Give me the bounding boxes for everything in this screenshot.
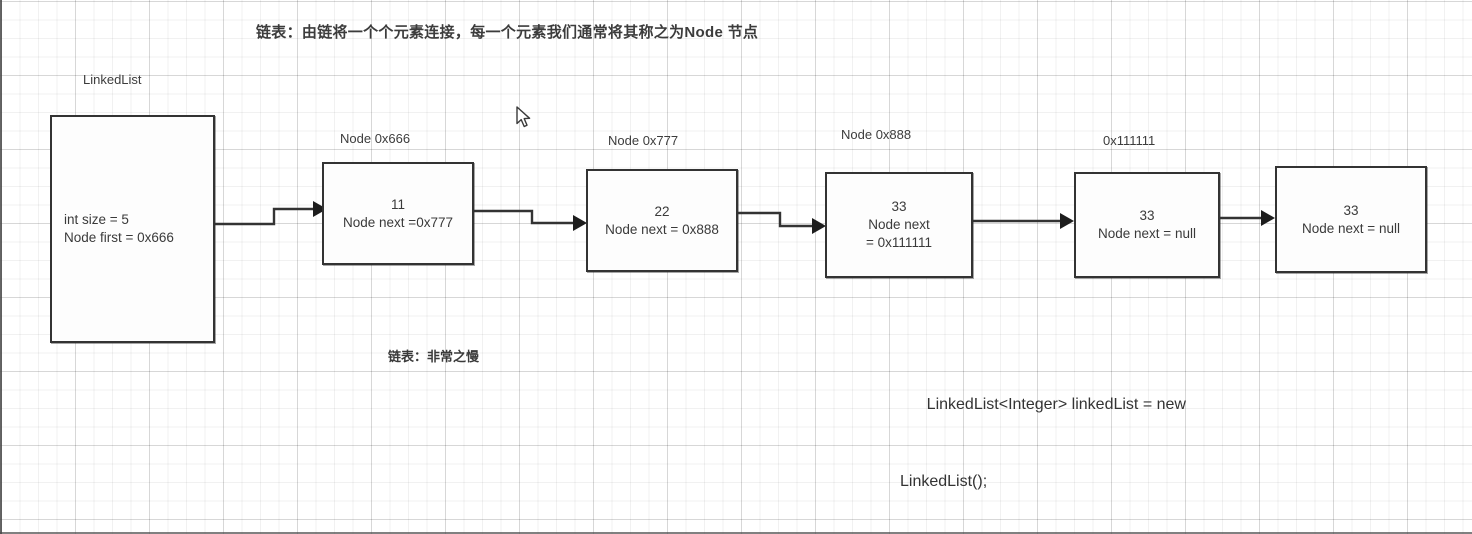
code-line-1: LinkedList(); — [900, 472, 988, 490]
node-2-label: Node 0x777 — [608, 133, 679, 148]
mouse-pointer-icon — [516, 106, 534, 130]
node-4-label: 0x111111 — [1103, 133, 1156, 148]
code-line-0: LinkedList<Integer> linkedList = new — [900, 396, 1186, 413]
node-5-next: Node next = null — [1302, 220, 1400, 236]
node-3-box[interactable]: 33 Node next = 0x111111 — [825, 172, 973, 278]
canvas-bottom-border — [0, 532, 1472, 534]
canvas-left-border — [0, 0, 2, 534]
node-2-value: 22 — [654, 203, 670, 219]
node-5-box[interactable]: 33 Node next = null — [1275, 166, 1427, 273]
node-3-value: 33 — [891, 199, 907, 214]
slow-note-text: 链表：非常之慢 — [388, 349, 480, 364]
linkedlist-line-first: Node first = 0x666 — [64, 230, 174, 245]
node-4-value: 33 — [1139, 208, 1155, 223]
connector-node1-to-node2 — [474, 196, 587, 236]
node-1-box[interactable]: 11 Node next =0x777 — [322, 162, 474, 265]
code-block: LinkedList<Integer> linkedList = new Lin… — [900, 341, 1186, 534]
connector-node4-to-node5 — [1220, 203, 1275, 233]
node-2-next: Node next = 0x888 — [605, 221, 719, 237]
node-4-box[interactable]: 33 Node next = null — [1074, 172, 1220, 278]
connector-node2-to-node3 — [738, 200, 826, 240]
linkedlist-box-label: LinkedList — [83, 72, 142, 87]
node-4-next: Node next = null — [1098, 226, 1196, 241]
node-1-value: 11 — [390, 196, 405, 212]
connector-linkedlist-to-node1 — [215, 196, 327, 236]
node-3-label: Node 0x888 — [841, 127, 912, 142]
node-3-next-addr: = 0x111111 — [866, 235, 932, 250]
linkedlist-box[interactable]: int size = 5 Node first = 0x666 — [50, 115, 215, 343]
node-3-next: Node next — [868, 217, 930, 232]
node-2-box[interactable]: 22 Node next = 0x888 — [586, 169, 738, 272]
diagram-title: 链表：由链将一个个元素连接，每一个元素我们通常将其称之为Node 节点 — [256, 24, 759, 41]
node-5-value: 33 — [1343, 202, 1359, 218]
node-1-label: Node 0x666 — [340, 131, 411, 146]
connector-node3-to-node4 — [973, 206, 1074, 236]
node-1-next: Node next =0x777 — [343, 214, 453, 230]
linkedlist-line-size: int size = 5 — [64, 212, 129, 227]
